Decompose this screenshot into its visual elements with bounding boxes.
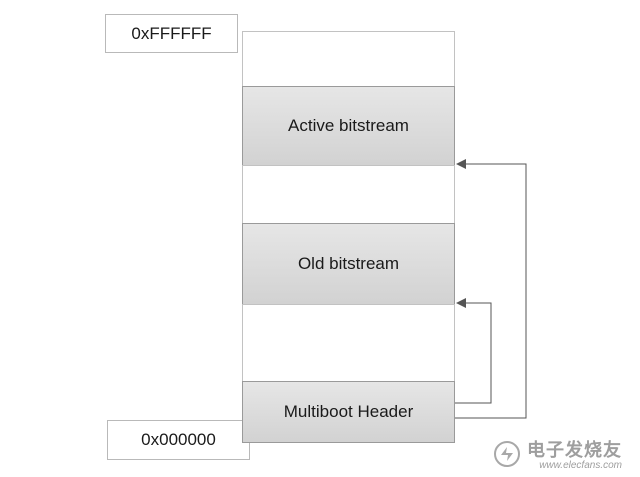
unused-region-top <box>242 31 455 87</box>
top-address-label: 0xFFFFFF <box>105 14 238 53</box>
bottom-address-label: 0x000000 <box>107 420 250 460</box>
multiboot-header-block: Multiboot Header <box>242 381 455 443</box>
watermark-site-name: 电子发烧友 <box>527 440 622 460</box>
watermark-url: www.elecfans.com <box>539 460 622 471</box>
elecfans-logo-icon <box>494 441 520 467</box>
arrow-to-active-bitstream <box>455 159 527 419</box>
watermark: 电子发烧友 www.elecfans.com <box>527 436 622 471</box>
arrow-to-old-bitstream <box>455 298 492 404</box>
